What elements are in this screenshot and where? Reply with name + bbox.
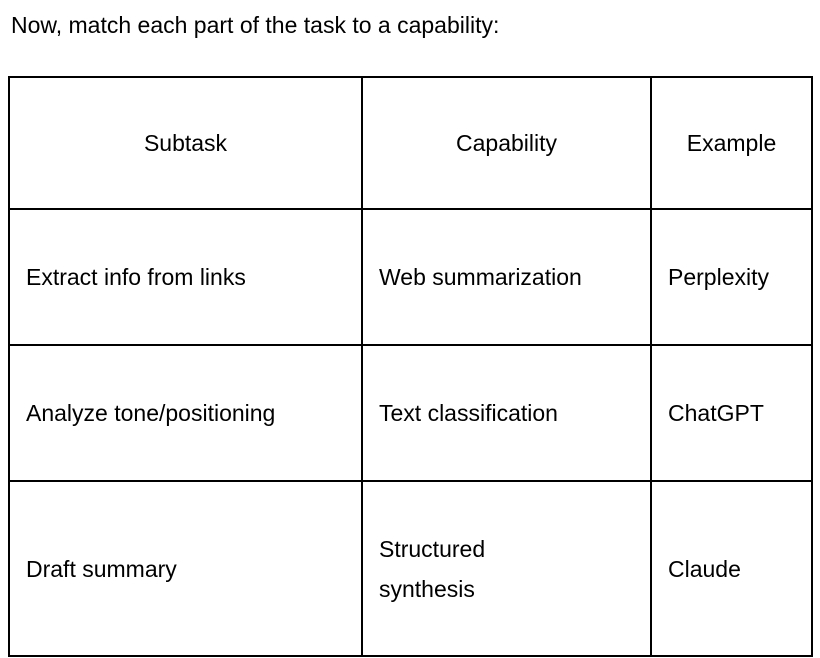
cell-subtask-text: Analyze tone/positioning xyxy=(26,400,276,426)
intro-text: Now, match each part of the task to a ca… xyxy=(11,12,500,38)
cell-subtask: Extract info from links xyxy=(8,208,363,346)
table-row: Analyze tone/positioning Text classifica… xyxy=(8,344,813,482)
cell-example: Perplexity xyxy=(650,208,813,346)
cell-example-text: Claude xyxy=(668,555,741,582)
column-header-subtask-label: Subtask xyxy=(143,130,228,156)
cell-subtask: Draft summary xyxy=(8,480,363,657)
cell-subtask: Analyze tone/positioning xyxy=(8,344,363,482)
cell-capability-text: Text classification xyxy=(379,400,558,426)
cell-capability-line-1: Structured xyxy=(379,535,486,562)
cell-example: Claude xyxy=(650,480,813,657)
column-header-capability-label: Capability xyxy=(456,130,557,156)
match-table-container: Subtask Capability Example Extract info … xyxy=(8,76,813,657)
column-header-example: Example xyxy=(650,76,813,210)
table-row: Draft summary Structured synthesis Claud… xyxy=(8,480,813,657)
cell-subtask-text: Draft summary xyxy=(26,555,177,582)
cell-example: ChatGPT xyxy=(650,344,813,482)
cell-capability: Text classification xyxy=(361,344,652,482)
table-header: Subtask Capability Example xyxy=(8,76,813,210)
table-body: Extract info from links Web summarizatio… xyxy=(8,208,813,657)
table-header-row: Subtask Capability Example xyxy=(8,76,813,210)
column-header-capability: Capability xyxy=(361,76,652,210)
table-row: Extract info from links Web summarizatio… xyxy=(8,208,813,346)
cell-capability-line-2: synthesis xyxy=(379,575,475,602)
cell-example-text: Perplexity xyxy=(668,264,769,290)
column-header-subtask: Subtask xyxy=(8,76,363,210)
cell-capability: Web summarization xyxy=(361,208,652,346)
cell-example-text: ChatGPT xyxy=(668,400,764,426)
cell-capability: Structured synthesis xyxy=(361,480,652,657)
column-header-example-label: Example xyxy=(686,130,777,156)
cell-capability-text: Web summarization xyxy=(379,264,582,290)
cell-capability-text: Structured synthesis xyxy=(363,529,650,609)
subtask-capability-table: Subtask Capability Example Extract info … xyxy=(8,76,813,657)
cell-subtask-text: Extract info from links xyxy=(26,264,246,290)
